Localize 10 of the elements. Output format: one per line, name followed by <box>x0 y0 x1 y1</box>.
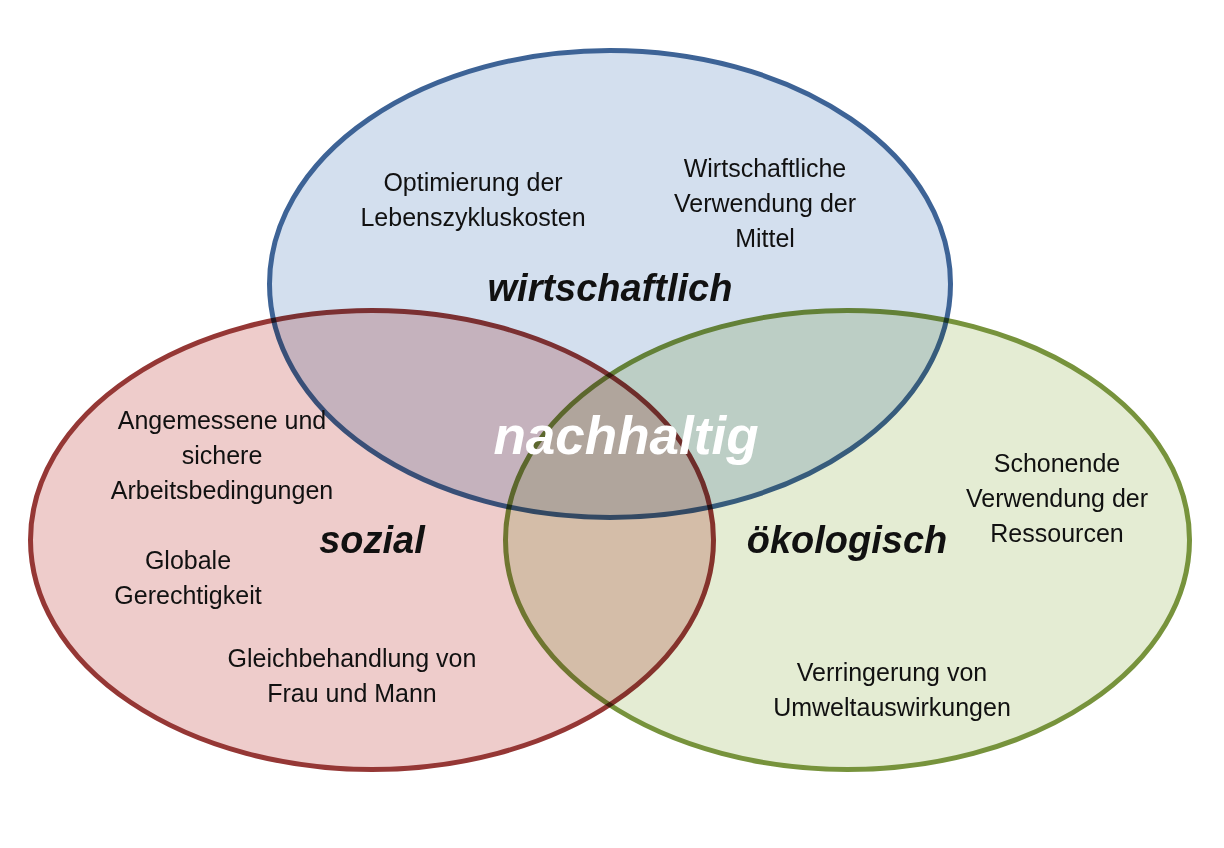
aspect-text: Gleichbehandlung von Frau und Mann <box>226 643 478 709</box>
aspect-text: Verringerung von Umweltauswirkungen <box>772 657 1012 723</box>
aspect-text: Wirtschaftliche Verwendung der Mittel <box>672 152 858 254</box>
set-heading: wirtschaftlich <box>487 266 733 310</box>
aspect-text: Optimierung der Lebenszykluskosten <box>359 167 587 233</box>
set-heading: sozial <box>319 518 425 562</box>
aspect-text: Globale Gerechtigkeit <box>113 545 263 611</box>
aspect-text: Angemessene und sichere Arbeitsbedingungen <box>109 404 335 506</box>
set-heading: ökologisch <box>746 518 948 562</box>
aspect-text: Schonende Verwendung der Ressourcen <box>964 447 1150 549</box>
